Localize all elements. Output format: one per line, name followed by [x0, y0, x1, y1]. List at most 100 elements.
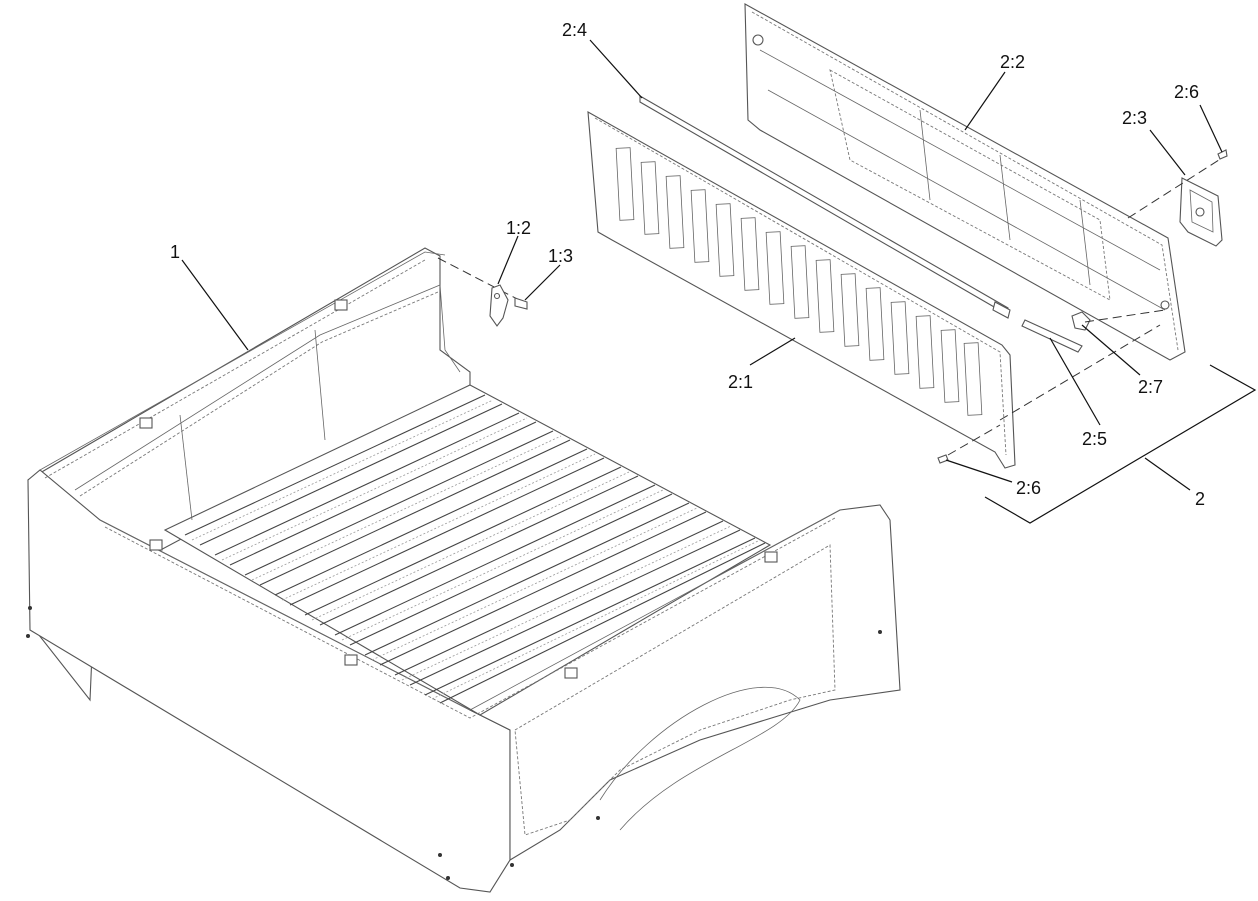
tailgate-outer-panel	[744, 3, 1186, 361]
tie-down-tab	[139, 417, 153, 429]
outer-panel-rib	[767, 89, 1166, 311]
leader-2-7	[1081, 324, 1141, 376]
leader-1-2	[497, 235, 519, 285]
latch-assembly	[437, 257, 528, 327]
callout-1-3: 1:3	[548, 246, 573, 266]
floor-rib	[214, 412, 520, 556]
floor-rib-shadow	[431, 539, 761, 700]
tailgate-slot	[963, 342, 983, 416]
callout-2: 2	[1195, 489, 1205, 509]
floor-rib	[274, 448, 588, 596]
latch-handle-knob	[1195, 207, 1205, 217]
bed-back-wall-inner	[74, 284, 461, 491]
leader-1	[181, 259, 249, 351]
tailgate-panel-edge	[594, 117, 1007, 456]
outer-panel-inner	[829, 69, 1111, 301]
outer-panel-hinge	[1160, 300, 1170, 310]
latch-axis-line	[437, 257, 526, 304]
callout-1-2: 1:2	[506, 218, 531, 238]
leader-2-6-bottom	[945, 459, 1013, 483]
rivet	[510, 863, 514, 867]
tailgate-slot	[940, 329, 960, 403]
leader-lines	[181, 39, 1223, 491]
bed-back-wall-dash	[79, 291, 439, 497]
tailgate-strap	[1021, 319, 1083, 353]
tailgate-slot	[740, 217, 760, 291]
tailgate-slot	[690, 189, 710, 263]
rivet	[26, 634, 30, 638]
bed-wall-rib-2	[314, 329, 326, 441]
leader-2-1	[749, 337, 796, 366]
floor-rib	[289, 457, 605, 606]
tailgate-slot	[865, 287, 885, 361]
tailgate-slot	[815, 259, 835, 333]
bumper-body	[1071, 311, 1091, 331]
floor-rib	[439, 542, 766, 704]
screw-bottom	[937, 454, 949, 464]
leader-2-2	[964, 71, 1006, 131]
floor-rib	[394, 520, 724, 676]
tailgate-slot	[915, 315, 935, 389]
floor-rib-shadow	[281, 453, 596, 601]
rivet	[28, 606, 32, 610]
tailgate-slot	[790, 245, 810, 319]
rivet	[446, 876, 450, 880]
latch-handle-assembly	[1127, 149, 1228, 247]
floor-rib-shadow	[251, 435, 562, 581]
latch-bracket	[489, 284, 509, 327]
tailgate-slot	[890, 301, 910, 375]
callout-labels: 1 1:2 1:3 2:4 2:2 2:6 2:3 2:1 2:7 2:5 2:…	[170, 20, 1205, 509]
bed-right-recess	[514, 544, 836, 836]
callout-2-6-bottom: 2:6	[1016, 478, 1041, 498]
outer-panel-bracket	[1079, 199, 1091, 286]
bed-left-outer-wall	[27, 247, 471, 702]
floor-rib	[199, 403, 503, 546]
tie-down-tab	[764, 551, 778, 563]
floor-rib	[229, 421, 537, 566]
outer-panel-edge	[751, 11, 1179, 351]
callout-2-5: 2:5	[1082, 429, 1107, 449]
floor-rib-shadow	[341, 489, 664, 641]
outer-panel-outline	[744, 3, 1186, 361]
tailgate-slot	[640, 161, 660, 235]
bed-rim-dash	[44, 259, 426, 479]
floor-rib	[409, 529, 741, 686]
support-cable	[639, 95, 1011, 319]
bed-wall-rib-1	[179, 414, 193, 521]
leader-2-3	[1149, 129, 1186, 176]
floor-rib	[244, 430, 554, 576]
tailgate-inner-panel	[587, 111, 1016, 469]
tailgate-panel-outline	[587, 111, 1016, 469]
bed-front-lip-dash	[104, 517, 836, 719]
callout-2-3: 2:3	[1122, 108, 1147, 128]
floor-rib	[349, 493, 673, 646]
callout-2-2: 2:2	[1000, 52, 1025, 72]
outer-panel-rib	[759, 49, 1161, 271]
bed-front-lip	[99, 509, 841, 711]
leader-1-3	[524, 264, 561, 301]
floor-rib	[334, 484, 656, 636]
cargo-bed	[26, 247, 901, 893]
callout-1: 1	[170, 242, 180, 262]
tailgate-slot	[665, 175, 685, 249]
outer-panel-bracket	[999, 154, 1011, 241]
tailgate-slots	[615, 147, 983, 416]
floor-rib-shadow	[401, 525, 732, 681]
callout-2-1: 2:1	[728, 372, 753, 392]
bed-handle-bump	[599, 686, 801, 831]
latch-handle-inner	[1189, 189, 1214, 233]
floor-rib-shadow	[221, 417, 528, 561]
floor-rib-shadow	[191, 399, 494, 541]
screw-top	[1217, 149, 1228, 160]
leader-2-4	[589, 39, 643, 99]
tie-down-tab	[334, 299, 348, 311]
latch-handle-axis	[1127, 157, 1223, 219]
bed-right-wall	[468, 504, 901, 861]
tie-down-tab	[564, 667, 578, 679]
lower-axis	[999, 324, 1161, 421]
latch-hole	[493, 292, 501, 300]
tailgate-slot	[765, 231, 785, 305]
rivet	[438, 853, 442, 857]
